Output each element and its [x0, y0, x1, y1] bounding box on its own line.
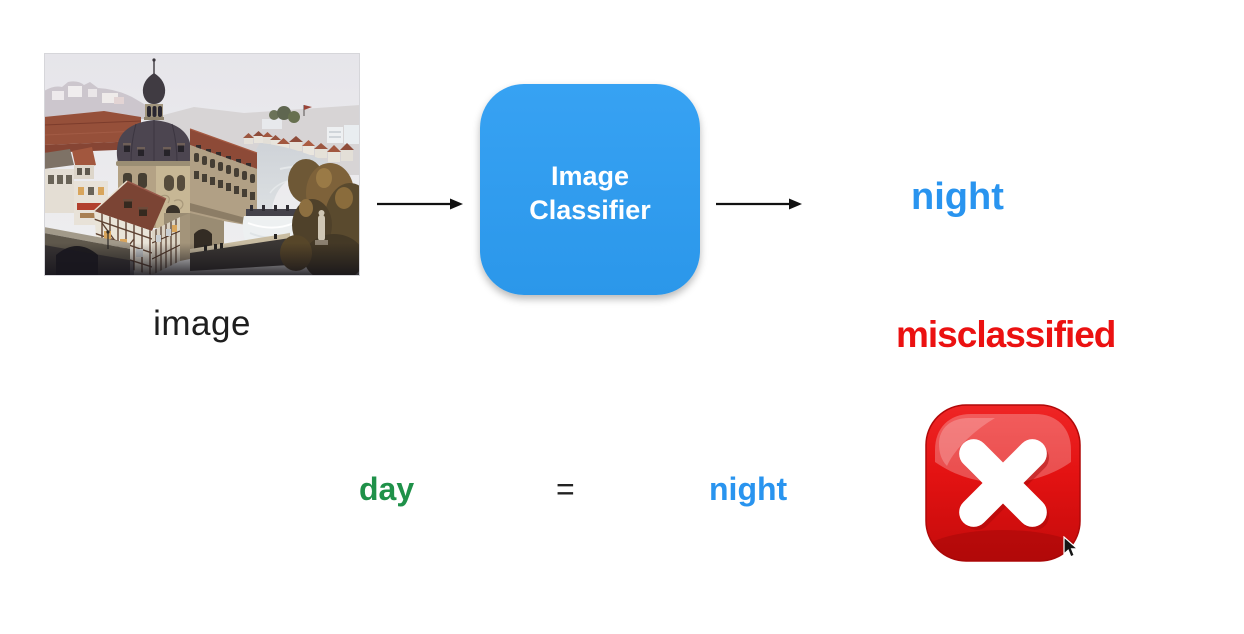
image-classifier-label: Image Classifier [529, 160, 651, 225]
input-photo [44, 53, 360, 276]
predicted-class-label: night [709, 471, 788, 507]
arrow-pointer-cursor [1063, 536, 1079, 558]
ground-truth-label: day [359, 471, 415, 507]
arrow-classifier-to-output [716, 198, 802, 210]
error-x-icon [925, 404, 1081, 562]
misclassified-label: misclassified [896, 314, 1116, 355]
image-classifier-box: Image Classifier [480, 84, 700, 295]
town-river-photo [44, 53, 360, 276]
arrow-input-to-classifier [377, 198, 463, 210]
equals-sign: = [556, 471, 575, 507]
input-photo-caption: image [153, 304, 251, 343]
prediction-label: night [911, 176, 1004, 218]
